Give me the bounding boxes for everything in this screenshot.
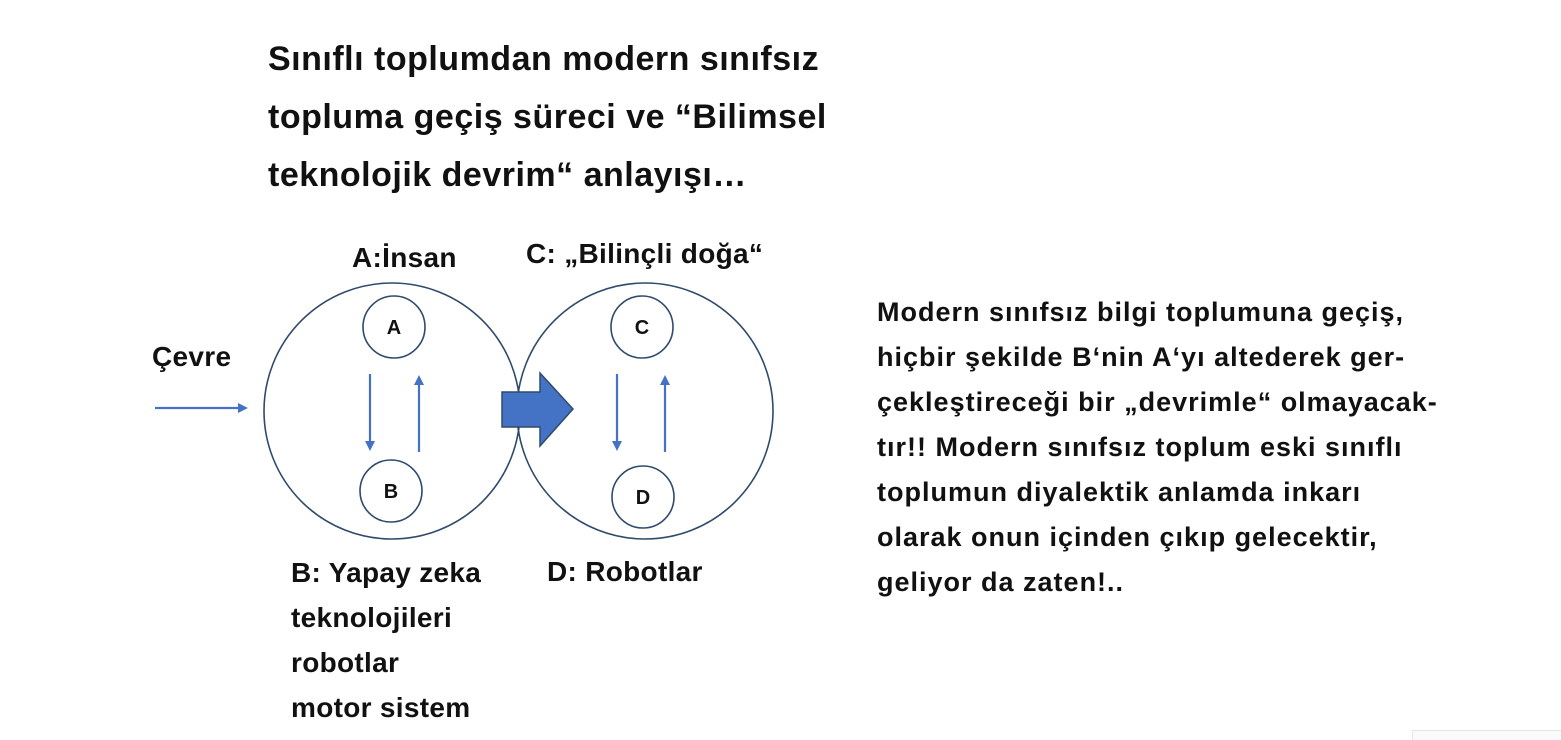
paragraph-line: tır!! Modern sınıfsız toplum eski sınıfl… bbox=[877, 432, 1403, 462]
label-b-ai: B: Yapay zeka teknolojileri robotlar mot… bbox=[291, 550, 481, 730]
node-d-letter: D bbox=[636, 487, 650, 509]
node-c-letter: C bbox=[635, 317, 649, 339]
transition-block-arrow bbox=[501, 371, 575, 448]
label-b-line: teknolojileri bbox=[291, 602, 453, 633]
explanation-paragraph: Modern sınıfsız bilgi toplumuna geçiş, h… bbox=[877, 290, 1517, 605]
paragraph-line: hiçbir şekilde B‘nin A‘yı altederek ger- bbox=[877, 342, 1406, 372]
label-b-line: motor sistem bbox=[291, 692, 471, 723]
node-b: B bbox=[359, 459, 423, 523]
label-b-line: B: Yapay zeka bbox=[291, 557, 482, 588]
title-line-2: topluma geçiş süreci ve “Bilimsel bbox=[268, 98, 827, 136]
paragraph-line: geliyor da zaten!.. bbox=[877, 567, 1125, 597]
label-c-conscious-nature: C: „Bilinçli doğa“ bbox=[526, 238, 764, 269]
label-a-human: A:İnsan bbox=[352, 242, 457, 273]
title-line-1: Sınıflı toplumdan modern sınıfsız bbox=[268, 40, 820, 78]
paragraph-line: toplumun diyalektik anlamda inkarı bbox=[877, 477, 1362, 507]
node-c: C bbox=[610, 295, 674, 359]
label-b-line: robotlar bbox=[291, 647, 400, 678]
node-b-letter: B bbox=[384, 481, 398, 503]
label-environment: Çevre bbox=[152, 341, 232, 372]
node-d: D bbox=[611, 465, 675, 529]
paragraph-line: çekleştireceği bir „devrimle“ olmayacak- bbox=[877, 387, 1438, 417]
paragraph-line: Modern sınıfsız bilgi toplumuna geçiş, bbox=[877, 297, 1405, 327]
node-a: A bbox=[362, 295, 426, 359]
title-line-3: teknolojik devrim“ anlayışı… bbox=[268, 156, 747, 194]
node-a-letter: A bbox=[387, 317, 401, 339]
corner-overlay bbox=[1412, 730, 1561, 740]
label-d-robots: D: Robotlar bbox=[547, 556, 703, 587]
page-title: Sınıflı toplumdan modern sınıfsız toplum… bbox=[268, 30, 868, 204]
paragraph-line: olarak onun içinden çıkıp gelecektir, bbox=[877, 522, 1378, 552]
